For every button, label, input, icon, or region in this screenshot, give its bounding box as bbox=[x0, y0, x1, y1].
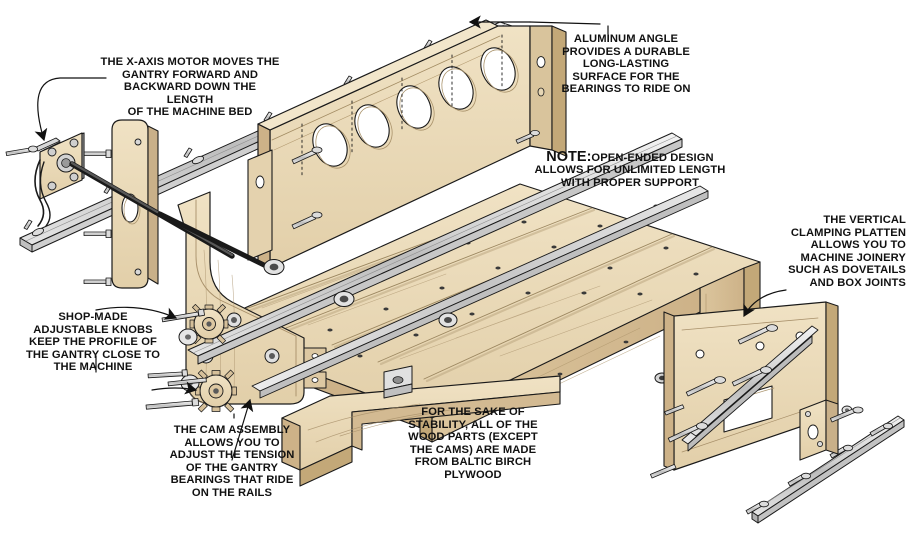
leader-aluminum-angle-stem bbox=[529, 21, 601, 25]
installed-aluminum-rail-lower bbox=[251, 185, 709, 399]
cam-knob bbox=[195, 369, 237, 413]
lower-right-screws bbox=[664, 404, 685, 416]
note-label: NOTE: bbox=[546, 148, 592, 165]
installed-aluminum-rail bbox=[187, 132, 683, 365]
callout-vertical-clamping-platten: THE VERTICAL CLAMPING PLATTEN ALLOWS YOU… bbox=[788, 214, 906, 289]
gantry-inner-plate bbox=[247, 149, 273, 261]
motor-mount-screws bbox=[83, 149, 112, 286]
motor-mount-plate bbox=[111, 119, 159, 289]
platten-screws bbox=[650, 324, 779, 479]
leader-cam-assembly-b bbox=[231, 398, 254, 461]
lead-screw-shaft bbox=[69, 161, 269, 269]
machine-foot-leg bbox=[281, 375, 561, 487]
callout-open-ended-note: NOTE:OPEN-ENDED DESIGN ALLOWS FOR UNLIMI… bbox=[530, 138, 730, 189]
gantry-bearings bbox=[263, 259, 458, 328]
vertical-clamping-platten bbox=[663, 301, 839, 471]
leader-x-axis-motor bbox=[34, 77, 107, 142]
note-body: OPEN-ENDED DESIGN ALLOWS FOR UNLIMITED L… bbox=[534, 151, 726, 189]
callout-shop-made-knobs: SHOP-MADE ADJUSTABLE KNOBS KEEP THE PROF… bbox=[25, 311, 161, 374]
mounting-bracket bbox=[383, 365, 413, 399]
knurled-adjustable-knob-upper bbox=[189, 304, 229, 344]
callout-cam-assembly: THE CAM ASSEMBLY ALLOWS YOU TO ADJUST TH… bbox=[169, 424, 295, 499]
stepper-motor bbox=[5, 132, 85, 227]
cam-bolts bbox=[145, 308, 207, 410]
back-gantry-rail-board bbox=[257, 19, 567, 269]
callout-aluminum-angle: ALUMINUM ANGLE PROVIDES A DURABLE LONG-L… bbox=[561, 33, 691, 96]
leader-clamping-platten bbox=[743, 289, 787, 318]
leader-shop-made-knobs bbox=[95, 306, 178, 320]
callout-x-axis-motor: THE X-AXIS MOTOR MOVES THE GANTRY FORWAR… bbox=[100, 56, 280, 119]
callout-baltic-birch: FOR THE SAKE OF STABILITY, ALL OF THE WO… bbox=[408, 406, 538, 481]
rail-mount-block bbox=[799, 399, 864, 461]
back-board-screws bbox=[291, 146, 323, 230]
leader-cam-assembly-a bbox=[151, 381, 198, 395]
